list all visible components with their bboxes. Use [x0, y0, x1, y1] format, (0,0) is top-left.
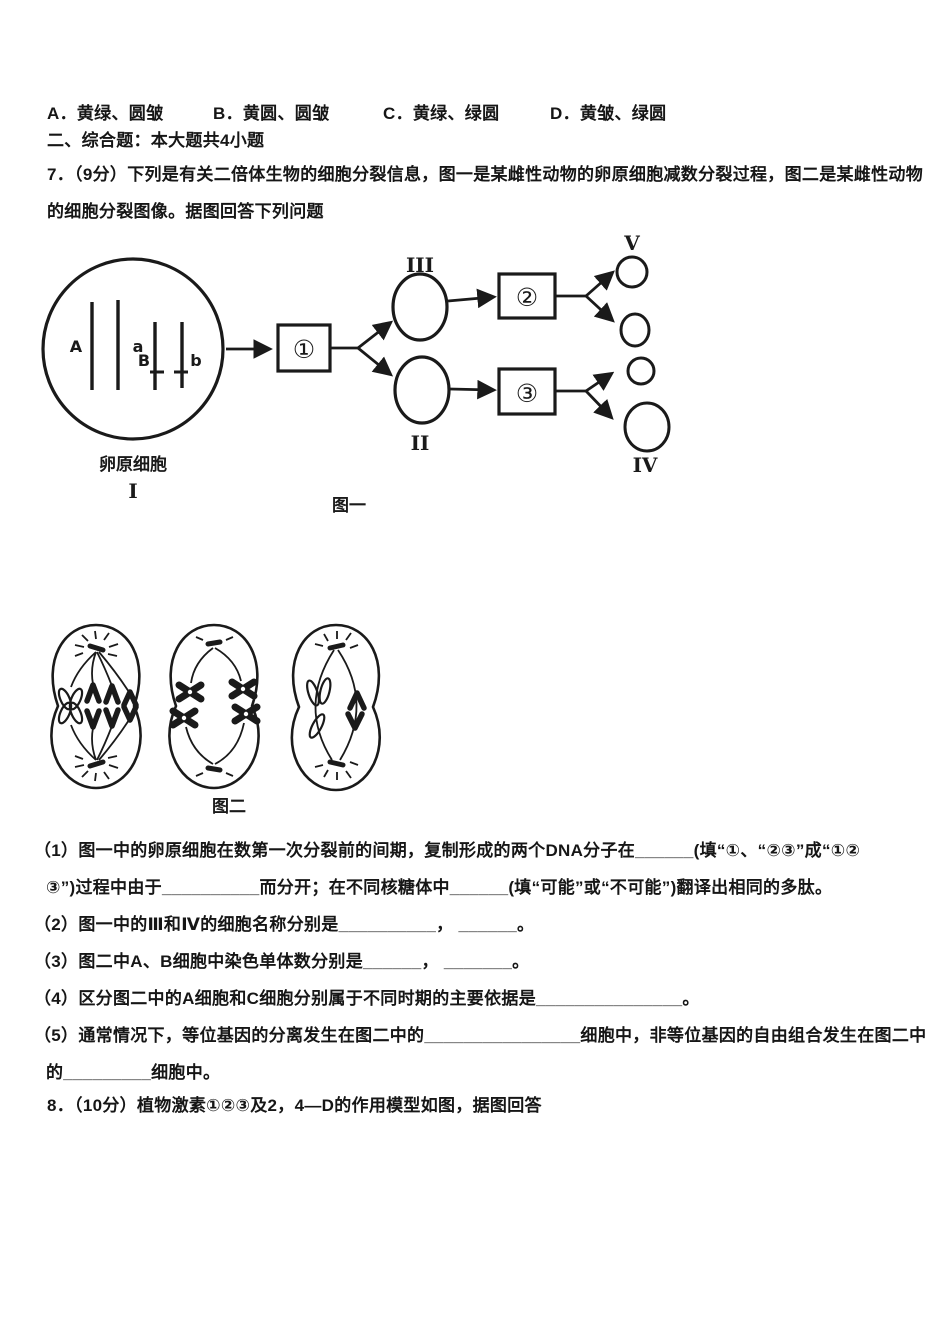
chromosome-label-A: A [70, 337, 83, 356]
fork2-arrow-up [585, 270, 615, 298]
process-label-1: ① [293, 335, 315, 364]
fork3-arrow-down [584, 390, 614, 420]
q8-stem: 8．（10分）植物激素①②③及2，4—D的作用模型如图，据图回答 [47, 1096, 542, 1115]
fork1-arrow-up [357, 320, 394, 350]
section-header: 二、综合题：本大题共4小题 [47, 131, 265, 150]
chromosome-pair-Bb [153, 322, 184, 390]
option-c: C．黄绿、绿圆 [383, 104, 500, 123]
cell-a-upper-chromosomes [84, 682, 139, 708]
q7-sub5-line2: 的_________细胞中。 [46, 1063, 221, 1082]
chromosome-label-b: b [190, 351, 201, 370]
cell-a-bottom-aster-rays [74, 755, 119, 782]
q7-sub1-line2: ③”)过程中由于__________而分开；在不同核糖体中______(填“可能… [46, 878, 833, 897]
figure2-caption: 图二 [212, 797, 246, 816]
option-d: D．黄皱、绿圆 [550, 104, 667, 123]
cell-c-bottom-centrosome [327, 759, 346, 768]
fork3-arrow-up [585, 371, 615, 393]
cell-a-lower-chromosomes [84, 704, 139, 730]
cell-b-spindle-fibers [185, 647, 245, 765]
option-a: A．黄绿、圆皱 [47, 104, 164, 123]
cell-a-loop-chromosomes [57, 687, 84, 725]
q7-stem-line1: 7．（9分）下列是有关二倍体生物的细胞分裂信息，图一是某雌性动物的卵原细胞减数分… [47, 165, 924, 184]
cell-b-drawing [168, 623, 261, 790]
polar-body-circle-bottom [626, 356, 656, 386]
cell-c-outline [290, 623, 382, 792]
stage-label-iii: III [406, 253, 434, 277]
oogonium-cell: A a B b 卵原细胞 I [41, 257, 225, 503]
cell-iii-circle [391, 272, 449, 342]
chromosome-label-B: B [138, 351, 150, 370]
arrow-ii-to-p3 [449, 379, 497, 400]
polar-body-circle-top [619, 312, 651, 348]
cell-c-top-centrosome [327, 642, 346, 651]
q7-sub3: （3）图二中A、B细胞中染色单体数分别是______， _______。 [34, 952, 530, 971]
stage-label-i: I [128, 479, 137, 503]
cell-c-loop-chromosomes [306, 677, 332, 739]
oogonium-caption: 卵原细胞 [99, 454, 167, 474]
figure1-diagram: A a B b 卵原细胞 I ① III II ② V [41, 231, 671, 515]
chromosome-pair-Aa [90, 300, 120, 390]
chromosome-label-a: a [133, 337, 144, 356]
q7-sub5-line1: （5）通常情况下，等位基因的分离发生在图二中的________________细… [34, 1026, 927, 1045]
cell-c-top-aster-rays [314, 631, 359, 649]
stage-label-ii: II [411, 431, 430, 455]
process-box-3: ③ [497, 367, 557, 416]
fork2-arrow-down [585, 294, 615, 323]
q7-sub2: （2）图一中的Ⅲ和Ⅳ的细胞名称分别是__________， ______。 [34, 915, 535, 934]
cell-a-outline [50, 623, 142, 790]
cell-a-bottom-centrosome [87, 759, 106, 769]
cell-a-drawing [50, 623, 142, 790]
stage-label-v: V [623, 231, 640, 255]
stage-label-iv: IV [633, 453, 658, 477]
q7-sub1-line1: （1）图一中的卵原细胞在数第一次分裂前的间期，复制形成的两个DNA分子在____… [34, 841, 861, 860]
q7-stem-line2: 的细胞分裂图像。据图回答下列问题 [47, 202, 324, 221]
cell-c-bottom-aster-rays [314, 761, 359, 780]
figure1-caption: 图一 [332, 496, 366, 515]
arrow-iii-to-p2 [447, 288, 497, 309]
process-label-2: ② [516, 283, 538, 312]
cell-c-right-chromosomes [345, 690, 367, 731]
cell-b-centromere-dots [181, 686, 249, 721]
fork1-arrow-down [357, 346, 394, 377]
cell-iv-circle [623, 401, 671, 453]
cell-b-bottom-pole-dashes [195, 772, 234, 777]
cell-c-drawing [290, 623, 382, 792]
process-box-1: ① [276, 323, 332, 373]
oogonium-outline [41, 257, 225, 441]
cell-ii-circle [393, 355, 451, 425]
cell-b-top-pole [205, 639, 223, 647]
process-box-2: ② [497, 272, 557, 320]
process-label-3: ③ [516, 379, 538, 408]
cell-b-outline [168, 623, 260, 790]
option-b: B．黄圆、圆皱 [213, 104, 330, 123]
figure2-diagram: 图二 [50, 623, 382, 816]
cell-a-top-centrosome [87, 643, 106, 653]
cell-a-spindle-fibers [70, 651, 130, 761]
q7-sub4: （4）区分图二中的A细胞和C细胞分别属于不同时期的主要依据是__________… [34, 989, 700, 1008]
cell-a-top-aster-rays [74, 630, 119, 657]
cell-b-top-pole-dashes [195, 636, 234, 641]
cell-b-bottom-pole [205, 765, 223, 773]
cell-v-circle [615, 255, 649, 289]
